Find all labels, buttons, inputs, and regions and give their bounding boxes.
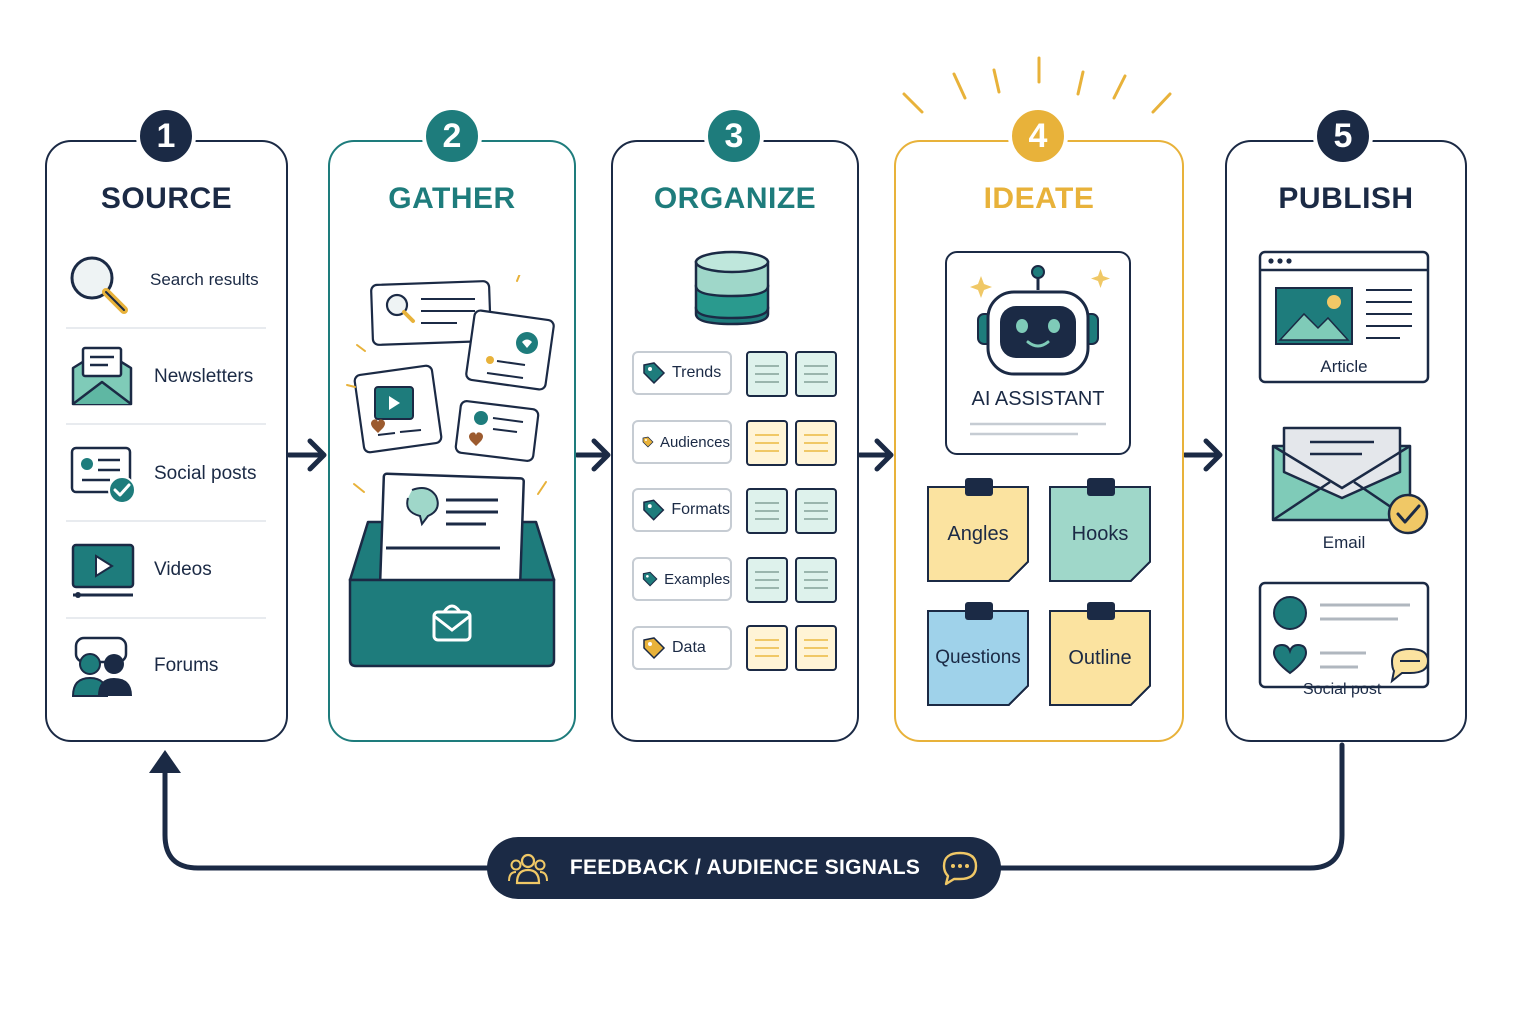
- assistant-text-lines: [970, 422, 1106, 436]
- tag-label: Examples: [664, 570, 730, 588]
- divider: [66, 520, 266, 522]
- step-title-gather: GATHER: [388, 182, 516, 215]
- note-clip: [965, 602, 993, 620]
- social-card-icon: [1258, 581, 1430, 689]
- envelope-icon: [71, 346, 133, 406]
- source-item-forums: Forums: [154, 655, 219, 676]
- feedback-loop-line: [162, 742, 1345, 871]
- magnifier-icon: [70, 256, 128, 314]
- sunburst-icon: [902, 56, 1172, 114]
- step-title-publish: PUBLISH: [1278, 182, 1414, 215]
- audience-users-icon: [507, 853, 548, 885]
- robot-icon: [970, 265, 1110, 376]
- tag-icon: [642, 571, 658, 587]
- source-item-social-posts: Social posts: [154, 463, 257, 484]
- step-title-ideate: IDEATE: [983, 182, 1095, 215]
- note-clip: [1087, 478, 1115, 496]
- tag-examples: Examples: [632, 557, 732, 601]
- card-collage-icon: [346, 275, 555, 462]
- note-hooks: Hooks: [1049, 478, 1151, 582]
- browser-article-icon: [1258, 250, 1430, 384]
- arrow-2-3: [574, 438, 611, 472]
- step-number-5: 5: [1313, 106, 1373, 166]
- ai-assistant-label: AI ASSISTANT: [971, 388, 1105, 410]
- note-label: Hooks: [1071, 522, 1129, 545]
- divider: [66, 327, 266, 329]
- tag-icon: [643, 362, 666, 385]
- step-title-source: SOURCE: [100, 182, 233, 215]
- forum-users-icon: [71, 636, 132, 697]
- step-title-organize: ORGANIZE: [653, 182, 817, 215]
- divider: [66, 617, 266, 619]
- note-clip: [1087, 602, 1115, 620]
- tag-data: Data: [632, 626, 732, 670]
- tag-label: Audiences: [659, 433, 730, 451]
- inbox-tray-icon: [348, 472, 556, 668]
- note-questions: Questions: [927, 602, 1029, 706]
- arrow-3-4: [857, 438, 894, 472]
- note-label: Outline: [1068, 646, 1132, 669]
- note-angles: Angles: [927, 478, 1029, 582]
- database-icon: [694, 250, 770, 326]
- divider: [66, 423, 266, 425]
- publish-output-article: Article: [1320, 357, 1368, 376]
- publish-output-social-post: Social post: [1303, 681, 1382, 698]
- tag-icon: [642, 436, 654, 448]
- step-number-1: 1: [136, 106, 196, 166]
- tag-icon: [643, 499, 665, 521]
- note-clip: [965, 478, 993, 496]
- tag-label: Data: [672, 639, 706, 656]
- source-item-newsletters: Newsletters: [154, 366, 254, 387]
- source-item-videos: Videos: [154, 559, 212, 580]
- tag-label: Trends: [672, 364, 722, 381]
- social-post-icon: [70, 446, 136, 504]
- feedback-pill: FEEDBACK / AUDIENCE SIGNALS: [487, 837, 1001, 899]
- note-outline: Outline: [1049, 602, 1151, 706]
- feedback-label: FEEDBACK / AUDIENCE SIGNALS: [569, 856, 921, 879]
- tag-icon: [643, 637, 666, 660]
- tag-label: Formats: [671, 501, 730, 518]
- video-icon: [71, 543, 135, 598]
- step-number-4: 4: [1008, 106, 1068, 166]
- email-check-icon: [1271, 426, 1429, 535]
- source-item-search-results: Search results: [150, 270, 259, 289]
- chat-bubble-icon: [942, 851, 978, 886]
- arrow-4-5: [1182, 438, 1223, 472]
- note-label: Questions: [935, 647, 1021, 668]
- tag-formats: Formats: [632, 488, 732, 532]
- document-thumbnails: [746, 351, 837, 671]
- step-number-3: 3: [704, 106, 764, 166]
- step-number-2: 2: [422, 106, 482, 166]
- publish-output-email: Email: [1322, 533, 1366, 552]
- tag-trends: Trends: [632, 351, 732, 395]
- note-label: Angles: [947, 522, 1009, 545]
- tag-audiences: Audiences: [632, 420, 732, 464]
- arrow-1-2: [286, 438, 327, 472]
- feedback-loop-arrowhead: [149, 750, 181, 773]
